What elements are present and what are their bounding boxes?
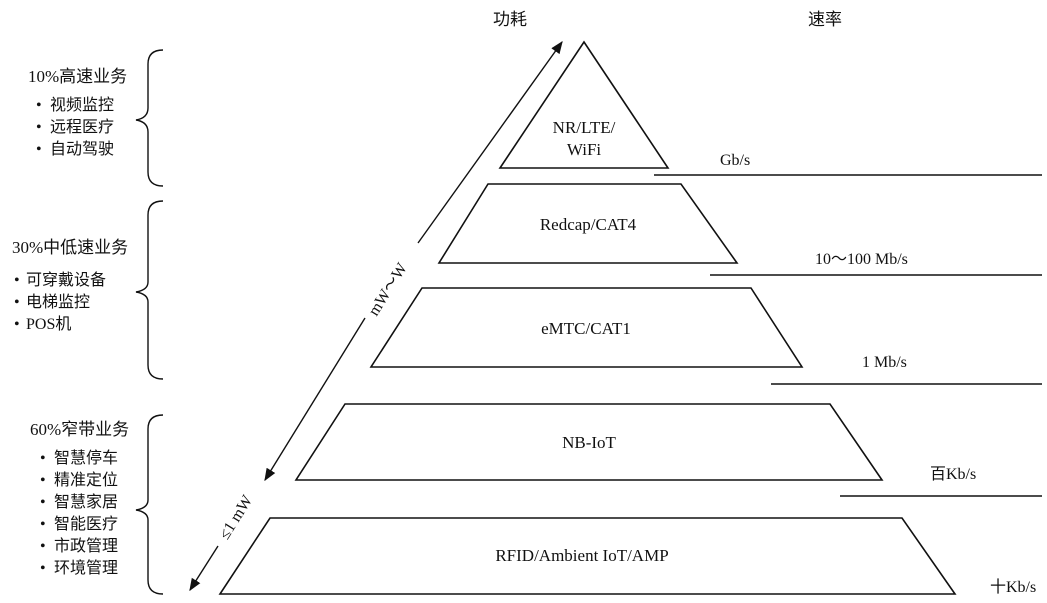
group-item: POS机: [26, 315, 71, 333]
tier-label-redcap: Redcap/CAT4: [540, 215, 637, 234]
group-item: 精准定位: [54, 471, 118, 489]
bullet: •: [40, 516, 46, 533]
bracket-mid-low-speed: [135, 200, 164, 380]
tier-label-nr-lte: NR/LTE/: [553, 118, 616, 137]
bullet: •: [36, 119, 42, 136]
header-rate: 速率: [808, 10, 842, 29]
group-item: 智慧家居: [54, 493, 118, 511]
group-item: 远程医疗: [50, 118, 114, 136]
power-arrow-upper: [417, 40, 563, 244]
power-arrow-upper-down: [264, 317, 366, 482]
group-item: 视频监控: [50, 96, 114, 114]
bullet: •: [36, 97, 42, 114]
tier-rfid: [218, 517, 957, 595]
group-item: 智慧停车: [54, 449, 118, 467]
group-item: 自动驾驶: [50, 140, 114, 158]
bracket-high-speed: [135, 49, 164, 187]
rate-label-1mbps: 1 Mb/s: [862, 354, 907, 371]
group-item: 电梯监控: [26, 293, 90, 311]
bullet: •: [40, 494, 46, 511]
tier-label-wifi: WiFi: [567, 140, 602, 159]
group-item: 可穿戴设备: [26, 271, 106, 289]
group-title-narrowband: 60%窄带业务: [30, 420, 129, 439]
tier-label-emtc: eMTC/CAT1: [541, 319, 631, 338]
bullet: •: [40, 560, 46, 577]
bullet: •: [40, 450, 46, 467]
power-arrow-lower: [189, 545, 219, 592]
bracket-narrowband: [135, 414, 164, 595]
rate-label-10kbps: 十Kb/s: [990, 578, 1036, 596]
bullet: •: [36, 141, 42, 158]
power-label-lower: ≤1 mW: [216, 492, 257, 543]
rate-label-100kbps: 百Kb/s: [930, 466, 976, 483]
tier-label-rfid: RFID/Ambient IoT/AMP: [495, 546, 668, 565]
tier-emtc: [369, 287, 804, 368]
power-label-upper: mW～W: [365, 259, 411, 319]
group-title-high-speed: 10%高速业务: [28, 67, 127, 86]
bullet: •: [14, 272, 20, 289]
group-item: 环境管理: [54, 558, 118, 577]
bullet: •: [14, 316, 20, 333]
tier-nb-iot: [294, 403, 884, 481]
rate-label-10-100mbps: 10～100 Mb/s: [815, 251, 908, 268]
bullet: •: [40, 538, 46, 555]
rate-label-gbps: Gb/s: [720, 152, 750, 169]
tier-top-triangle: [498, 40, 670, 169]
group-item: 市政管理: [54, 537, 118, 555]
bullet: •: [14, 294, 20, 311]
group-item: 智能医疗: [54, 515, 118, 533]
group-title-mid-low-speed: 30%中低速业务: [12, 238, 128, 257]
bullet: •: [40, 472, 46, 489]
header-power: 功耗: [493, 10, 527, 29]
tier-redcap: [437, 183, 739, 264]
tier-label-nb-iot: NB-IoT: [562, 433, 616, 452]
